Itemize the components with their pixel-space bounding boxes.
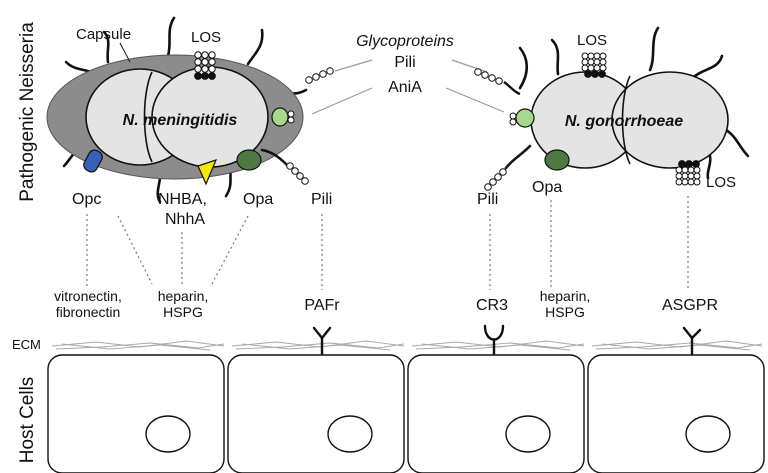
capsule-label: Capsule	[76, 26, 131, 43]
asgpr-label: ASGPR	[662, 297, 718, 314]
meningitidis-ania	[271, 107, 289, 127]
gonorrhoeae-pili-lines	[504, 26, 750, 180]
heparin-right-label-line1: heparin,	[540, 288, 591, 304]
gonorrhoeae-los-bottom-beads	[675, 160, 701, 186]
heparin-right-label-line2: HSPG	[545, 304, 585, 320]
host-cell-3	[407, 354, 585, 473]
pafr-receptor	[312, 326, 332, 358]
nucleus-4	[685, 415, 731, 453]
gonorrhoeae-ania	[515, 108, 535, 128]
vitronectin-label-line2: fibronectin	[56, 304, 121, 320]
gonorrhoeae-los-top-label: LOS	[577, 32, 607, 49]
nucleus-1	[145, 415, 191, 453]
dotted-connectors	[86, 196, 689, 290]
gonorrhoeae-glycoprotein-chain-top	[474, 68, 503, 85]
gonorrhoeae-opa	[544, 149, 570, 171]
host-cells	[47, 354, 765, 473]
host-cell-1	[47, 354, 225, 473]
opc-label: Opc	[72, 191, 101, 208]
meningitidis-bacterium: N. meningitidis	[46, 16, 334, 204]
host-cell-2	[227, 354, 405, 473]
gonorrhoeae-pili-label: Pili	[477, 191, 498, 208]
ecm-label: ECM	[12, 337, 41, 352]
heparin-left-label-line2: HSPG	[163, 304, 203, 320]
asgpr-receptor	[682, 326, 702, 358]
gonorrhoeae-los-bottom-label: LOS	[706, 174, 736, 191]
pafr-label: PAFr	[304, 297, 340, 314]
meningitidis-opa-label: Opa	[243, 191, 273, 208]
meningitidis-pili-label: Pili	[311, 191, 332, 208]
cr3-label: CR3	[476, 297, 508, 314]
gonorrhoeae-glycoprotein-chain-bottom	[484, 168, 507, 191]
cr3-receptor	[483, 324, 505, 358]
heparin-left-label-line1: heparin,	[158, 288, 209, 304]
meningitidis-glycoprotein-chain-bottom	[286, 162, 309, 185]
gonorrhoeae-bacterium: N. gonorrhoeae	[474, 26, 750, 191]
nucleus-2	[327, 415, 373, 453]
nhba-triangle	[197, 159, 218, 186]
meningitidis-los-beads	[194, 51, 216, 80]
meningitidis-name: N. meningitidis	[123, 112, 238, 129]
center-pili-label: Pili	[394, 54, 415, 71]
gonorrhoeae-name: N. gonorrhoeae	[565, 113, 683, 130]
vitronectin-label-line1: vitronectin,	[54, 288, 122, 304]
opc-shape	[83, 149, 103, 173]
host-cell-4	[587, 354, 765, 473]
nhba-label-line2: NhhA	[165, 211, 205, 228]
gonorrhoeae-right-cell	[611, 71, 729, 169]
ecm-layer	[51, 340, 763, 351]
meningitidis-opa	[236, 149, 262, 171]
nhba-label-line1: NHBA,	[158, 191, 207, 208]
ania-label: AniA	[388, 79, 422, 96]
gonorrhoeae-los-top-beads	[581, 52, 607, 78]
side-label-pathogenic-neisseria: Pathogenic Neisseria	[17, 22, 38, 202]
nucleus-3	[505, 415, 551, 453]
glycoproteins-label: Glycoproteins	[356, 33, 454, 50]
meningitidis-glycoprotein-chain-top	[305, 67, 334, 84]
side-label-host-cells: Host Cells	[17, 377, 38, 464]
gonorrhoeae-opa-label: Opa	[532, 179, 562, 196]
meningitidis-los-label: LOS	[191, 29, 221, 46]
